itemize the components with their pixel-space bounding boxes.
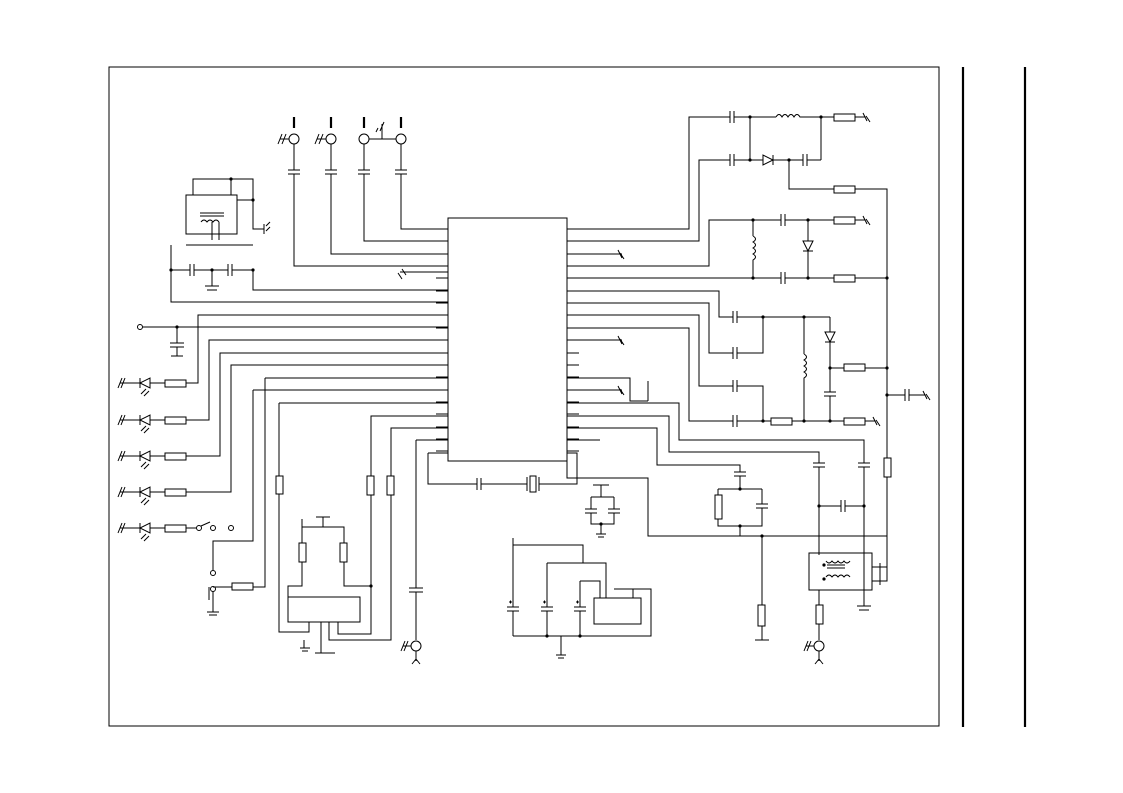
decoupling-pair	[585, 484, 620, 538]
sub-ic-block	[275, 402, 448, 654]
crystal-section	[427, 439, 600, 493]
supply-input	[137, 324, 448, 357]
rf-connector-1	[277, 117, 300, 170]
drawing-frame	[108, 66, 1027, 727]
rf-connector-2	[314, 117, 337, 170]
main-ic	[447, 217, 568, 462]
top-rf-connectors	[277, 117, 448, 267]
led-wiring	[186, 314, 448, 493]
wire-top-4	[400, 174, 448, 230]
rf-connector-3	[358, 117, 370, 170]
right-wiring	[566, 111, 931, 641]
coupling-capacitors	[288, 169, 407, 175]
switch-section	[186, 378, 448, 616]
led-indicator	[117, 414, 187, 434]
led-indicator	[117, 522, 187, 542]
led-indicator	[117, 486, 187, 506]
transformer-lower-right	[803, 536, 888, 665]
wire-top-2	[330, 174, 448, 255]
led-indicators	[117, 377, 187, 542]
regulator-section	[507, 538, 652, 659]
led-indicator	[117, 377, 187, 397]
wire-top-3	[363, 174, 448, 242]
wire-top-1	[293, 174, 448, 267]
transformer-upper-left	[169, 177, 448, 303]
rf-connector-4	[369, 117, 407, 170]
led-indicator	[117, 450, 187, 470]
bottom-rf-connector	[400, 439, 448, 665]
